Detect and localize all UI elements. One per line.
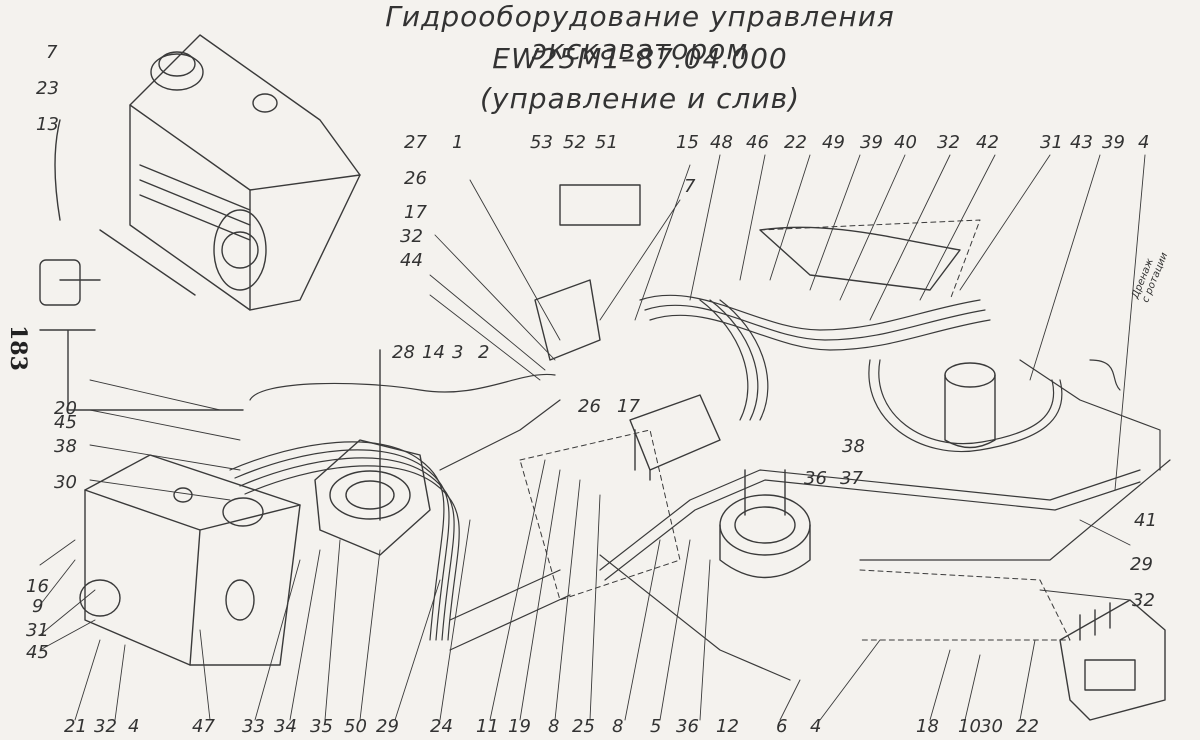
callout-1: 1 [452, 132, 464, 153]
callout-49: 49 [822, 132, 845, 153]
callout-50: 50 [344, 716, 367, 737]
diagram-title: Гидрооборудование управления экскаваторо… [385, 0, 895, 66]
callout-47: 47 [192, 716, 215, 737]
callout-28: 28 [392, 342, 415, 363]
callout-32: 32 [937, 132, 960, 153]
callout-22b: 22 [1016, 716, 1039, 737]
callout-20: 20 [54, 398, 77, 419]
callout-9: 9 [32, 596, 44, 617]
diagram-code: EW25M1–87.04.000 [492, 42, 788, 75]
callout-29: 29 [1130, 554, 1153, 575]
control-unit [1059, 599, 1166, 721]
callout-31b: 31 [26, 620, 49, 641]
callout-13: 13 [36, 114, 59, 135]
callout-32b: 32 [400, 226, 423, 247]
callout-2: 2 [478, 342, 490, 363]
upper-tank-detail [39, 34, 361, 411]
callout-21: 21 [64, 716, 87, 737]
callout-33: 33 [242, 716, 265, 737]
callout-7: 7 [684, 176, 696, 197]
floor-plate [519, 219, 1071, 641]
callout-36b: 36 [676, 716, 699, 737]
callout-30b: 30 [980, 716, 1003, 737]
callout-45b: 45 [26, 642, 49, 663]
callout-38b: 38 [842, 436, 865, 457]
callout-37: 37 [840, 468, 863, 489]
callout-39b: 39 [1102, 132, 1125, 153]
callout-3: 3 [452, 342, 464, 363]
callout-43: 43 [1070, 132, 1093, 153]
leader-lines [39, 154, 1146, 721]
callout-53: 53 [530, 132, 553, 153]
callout-27: 27 [404, 132, 427, 153]
callout-4: 4 [1138, 132, 1150, 153]
lower-tank [79, 454, 301, 666]
callout-4c: 4 [810, 716, 822, 737]
callout-30: 30 [54, 472, 77, 493]
callout-32d: 32 [94, 716, 117, 737]
callout-46: 46 [746, 132, 769, 153]
callout-32c: 32 [1132, 590, 1155, 611]
callout-4b: 4 [128, 716, 140, 737]
callout-12: 12 [716, 716, 739, 737]
callout-15: 15 [676, 132, 699, 153]
callout-6: 6 [776, 716, 788, 737]
diagram-subtitle: (управление и слив) [480, 82, 800, 115]
pump-unit [314, 349, 431, 556]
hose-bundles [229, 294, 1171, 681]
callout-11: 11 [476, 716, 499, 737]
callout-14: 14 [422, 342, 445, 363]
callout-7-left: 7 [46, 42, 58, 63]
callout-40: 40 [894, 132, 917, 153]
callout-52: 52 [563, 132, 586, 153]
callout-16: 16 [26, 576, 49, 597]
callout-35: 35 [310, 716, 333, 737]
callout-17: 17 [404, 202, 427, 223]
callout-36: 36 [804, 468, 827, 489]
callout-24: 24 [430, 716, 453, 737]
callout-29b: 29 [376, 716, 399, 737]
callout-25: 25 [572, 716, 595, 737]
callout-5: 5 [650, 716, 662, 737]
callout-10: 10 [958, 716, 981, 737]
callout-41: 41 [1134, 510, 1157, 531]
callout-17b: 17 [617, 396, 640, 417]
callout-42: 42 [976, 132, 999, 153]
callout-48: 48 [710, 132, 733, 153]
callout-34: 34 [274, 716, 297, 737]
callout-39: 39 [860, 132, 883, 153]
callout-18: 18 [916, 716, 939, 737]
callout-26: 26 [404, 168, 427, 189]
callout-26b: 26 [578, 396, 601, 417]
callout-19: 19 [508, 716, 531, 737]
callout-45: 45 [54, 412, 77, 433]
rotation-joints [719, 362, 996, 579]
callout-31: 31 [1040, 132, 1063, 153]
callout-22: 22 [784, 132, 807, 153]
callout-23: 23 [36, 78, 59, 99]
callout-44: 44 [400, 250, 423, 271]
callout-51: 51 [595, 132, 618, 153]
callout-8b: 8 [612, 716, 624, 737]
callout-8a: 8 [548, 716, 560, 737]
valve-blocks [534, 184, 961, 481]
callout-38: 38 [54, 436, 77, 457]
